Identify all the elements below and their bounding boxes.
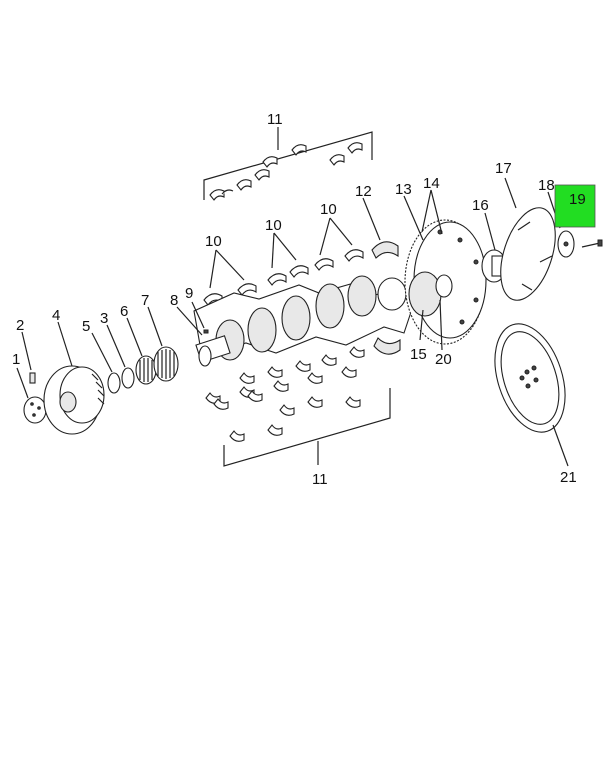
callout-13: 13 bbox=[395, 181, 412, 198]
part-2-dowel bbox=[21, 331, 36, 384]
callout-15: 15 bbox=[410, 346, 427, 363]
part-21-flexplate bbox=[494, 323, 569, 467]
part-7-sprocket bbox=[147, 306, 179, 382]
part-1-bolt-plate bbox=[16, 367, 47, 424]
part-17-flexplate bbox=[500, 177, 556, 301]
callout-6: 6 bbox=[120, 303, 128, 320]
part-18-spacer bbox=[547, 191, 575, 258]
callout-18: 18 bbox=[538, 177, 555, 194]
callout-1: 1 bbox=[12, 351, 20, 368]
part-19-bolt bbox=[554, 184, 603, 248]
callout-7: 7 bbox=[141, 292, 149, 309]
callout-11-bottom: 11 bbox=[312, 471, 328, 488]
lower-bearing-bracket bbox=[223, 388, 391, 467]
part-3-ring bbox=[106, 324, 135, 389]
part-8-key bbox=[176, 306, 203, 336]
callout-10-b: 10 bbox=[265, 217, 282, 234]
callout-16: 16 bbox=[472, 197, 489, 214]
callout-21: 21 bbox=[560, 469, 577, 486]
part-13-flywheel bbox=[403, 195, 487, 345]
part-20-bearing bbox=[439, 299, 443, 351]
part-15-pilot bbox=[419, 309, 424, 341]
upper-main-bearings bbox=[203, 249, 364, 306]
crankshaft bbox=[193, 275, 415, 367]
callout-11-top: 11 bbox=[267, 111, 283, 128]
callout-2: 2 bbox=[16, 317, 24, 334]
callout-19: 19 bbox=[569, 191, 586, 208]
upper-bearing-shells bbox=[209, 142, 363, 201]
callout-12: 12 bbox=[355, 183, 372, 200]
part-9-key bbox=[191, 301, 209, 334]
callout-8: 8 bbox=[170, 292, 178, 309]
callout-9: 9 bbox=[185, 285, 193, 302]
callout-4: 4 bbox=[52, 307, 60, 324]
leader-lines-10 bbox=[209, 217, 353, 289]
thrust-bearing-12 bbox=[362, 197, 399, 259]
part-4-damper bbox=[43, 321, 105, 435]
callout-10-c: 10 bbox=[320, 201, 337, 218]
callout-17: 17 bbox=[495, 160, 512, 177]
callout-14: 14 bbox=[423, 175, 440, 192]
callout-10-a: 10 bbox=[205, 233, 222, 250]
part-14-ring-gear bbox=[421, 189, 443, 235]
part-5-ring bbox=[91, 332, 121, 394]
upper-bearing-bracket bbox=[203, 127, 373, 200]
callout-labels: 1 2 3 4 5 6 7 8 9 10 10 10 11 11 12 13 1… bbox=[12, 111, 586, 488]
callout-5: 5 bbox=[82, 318, 90, 335]
callout-3: 3 bbox=[100, 310, 108, 327]
callout-20: 20 bbox=[435, 351, 452, 368]
lower-bearing-shells bbox=[205, 337, 401, 442]
